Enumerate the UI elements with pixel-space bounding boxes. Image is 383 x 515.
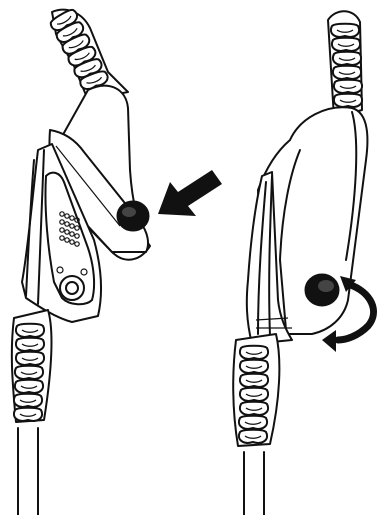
left-top-cable-boot xyxy=(49,8,128,100)
panel-secure xyxy=(233,11,373,515)
right-thumbscrew-icon xyxy=(305,274,339,306)
panel-attach xyxy=(12,8,222,515)
left-bottom-cable-boot xyxy=(12,310,52,515)
push-arrow-icon xyxy=(158,170,222,216)
left-thumbscrew-icon xyxy=(117,201,149,231)
right-bottom-cable-boot xyxy=(233,334,279,515)
right-top-cable-boot xyxy=(328,11,362,118)
